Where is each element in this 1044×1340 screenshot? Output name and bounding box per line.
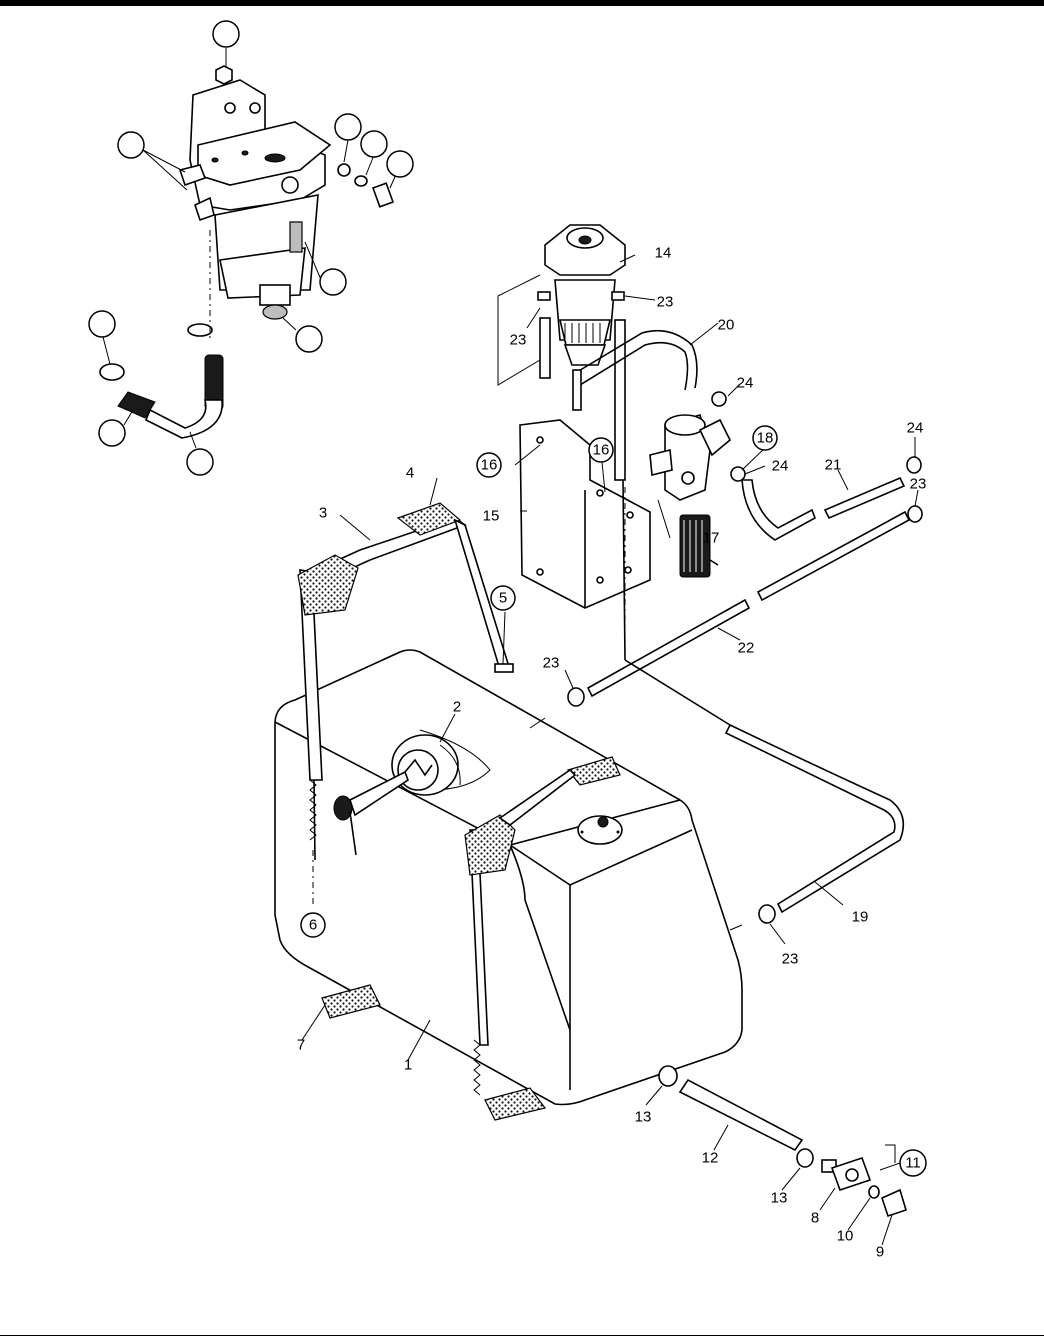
callout-bowl [319, 268, 347, 296]
group-bracket [497, 274, 541, 386]
callout-label: 7 [297, 1037, 305, 1054]
circled-callouts [300, 425, 927, 1177]
callout-label: 23 [510, 332, 527, 349]
hose-19 [724, 723, 905, 914]
callout-label: 13 [771, 1190, 788, 1207]
callout-label: 1 [404, 1057, 412, 1074]
top-rule [0, 0, 1044, 6]
sender-plate [577, 815, 623, 845]
callout-label: 8 [811, 1210, 819, 1227]
blank-callouts [88, 20, 414, 476]
callout-washer [334, 113, 362, 141]
hose-stub [572, 369, 582, 411]
callout-label: 23 [543, 655, 560, 672]
callout-circle-18 [752, 425, 778, 451]
callout-circle-16b [588, 437, 614, 463]
callout-drain [295, 325, 323, 353]
callout-label: 3 [319, 505, 327, 522]
callout-label: 13 [635, 1109, 652, 1126]
callout-label: 23 [782, 951, 799, 968]
callout-circle-6 [300, 912, 326, 938]
callout-label: 9 [876, 1244, 884, 1261]
hose-22 [586, 510, 911, 698]
callout-label: 16 [593, 442, 610, 459]
tank-pads [321, 984, 547, 1121]
callout-label: 14 [655, 245, 672, 262]
mounting-bracket [519, 419, 651, 609]
drain-fittings [821, 1156, 907, 1218]
callout-label: 12 [702, 1150, 719, 1167]
callout-label: 23 [910, 476, 927, 493]
callout-label: 5 [499, 590, 507, 607]
callout-label: 24 [907, 420, 924, 437]
callout-label: 17 [703, 530, 720, 547]
tank-strap-right [464, 756, 621, 1096]
fuel-tank [274, 649, 743, 1106]
bottom-rule [0, 1335, 1044, 1336]
callout-circle-11 [899, 1149, 927, 1177]
callout-circle-5 [490, 585, 516, 611]
callout-label: 10 [837, 1228, 854, 1245]
callout-circle-16a [476, 452, 502, 478]
inlet-hose [99, 230, 224, 439]
callout-label: 21 [825, 457, 842, 474]
callout-label: 19 [852, 909, 869, 926]
callout-label: 6 [309, 917, 317, 934]
callout-label: 18 [757, 430, 774, 447]
tank-strap-left [297, 502, 514, 905]
callout-label: 11 [905, 1155, 921, 1172]
fuel-filter-14 [537, 224, 626, 481]
hose-clips [567, 391, 923, 1168]
callout-hose [98, 419, 126, 447]
callout-label: 24 [737, 375, 754, 392]
callout-lock-washer [360, 130, 388, 158]
callout-label: 4 [406, 465, 414, 482]
hose-20 [576, 329, 698, 391]
callout-label: 24 [772, 458, 789, 475]
hose-21 [741, 476, 906, 541]
callout-bolt [386, 150, 414, 178]
callout-label: 15 [483, 508, 500, 525]
callout-label: 16 [481, 457, 498, 474]
callout-clamp [88, 310, 116, 338]
water-separator-17 [649, 414, 731, 578]
callout-labels: 1 2 3 4 5 6 7 8 9 10 11 12 13 13 14 15 1… [297, 245, 927, 1261]
primary-filter-assembly [178, 65, 332, 320]
mount-hardware [337, 163, 395, 208]
callout-label: 2 [453, 699, 461, 716]
cap-key [333, 770, 409, 856]
callout-hose-elbow [186, 448, 214, 476]
callout-label: 20 [718, 317, 735, 334]
callout-label: 22 [738, 640, 755, 657]
callout-label: 23 [657, 294, 674, 311]
hose-12 [678, 1078, 804, 1152]
callout-nut [212, 20, 240, 48]
callout-fitting [117, 131, 145, 159]
